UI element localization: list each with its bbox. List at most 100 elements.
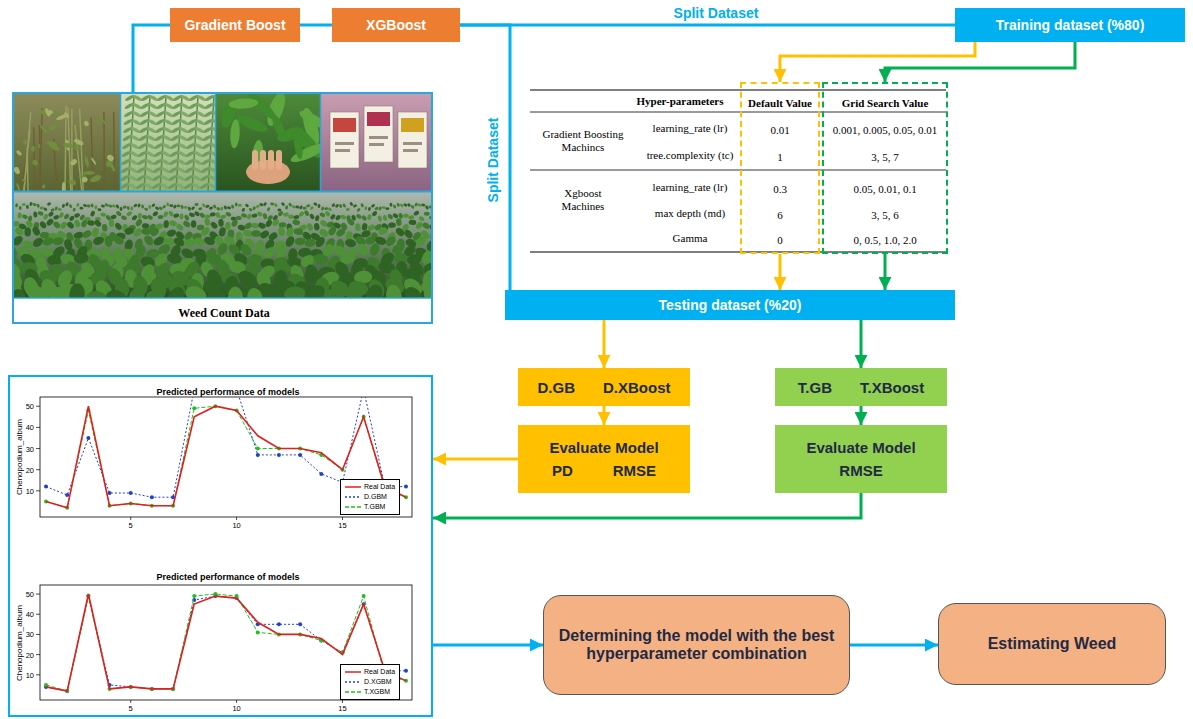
packet-band [335, 142, 354, 145]
leaf [398, 213, 403, 220]
leaf [213, 204, 217, 209]
leaf [153, 150, 163, 158]
legend-box: Real DataD.GBMT.GBM [340, 479, 400, 515]
leaf [161, 158, 171, 166]
leaf [313, 252, 330, 265]
tick-label: 30 [26, 444, 34, 453]
leaf [171, 126, 181, 134]
leaf [237, 224, 246, 231]
tick-label: 10 [26, 670, 34, 679]
leaf [196, 94, 206, 102]
finger [268, 150, 274, 170]
leaf [235, 112, 270, 135]
leaf [302, 207, 306, 210]
leaf [32, 203, 37, 207]
hand-photo [216, 94, 320, 191]
leaf [329, 213, 336, 220]
leaf [223, 205, 227, 210]
leaf [130, 142, 140, 150]
leaf [177, 150, 187, 158]
weed-stalk [71, 109, 73, 191]
leaf [168, 166, 178, 174]
leaf [42, 184, 46, 189]
data-point [277, 453, 281, 457]
leaf [319, 212, 326, 218]
leaf [335, 203, 340, 208]
photo-background [14, 94, 120, 191]
leaf [15, 203, 19, 208]
leaf [100, 118, 107, 126]
leaf [61, 204, 65, 209]
leaf [396, 218, 402, 226]
leaf [191, 220, 197, 228]
leaf [297, 108, 320, 131]
leaf [58, 212, 64, 219]
legend-row: Real Data [345, 482, 395, 492]
data-point [150, 495, 154, 499]
leaf [187, 118, 197, 126]
leaf [245, 286, 265, 298]
leaf [208, 174, 215, 182]
leaf [241, 208, 245, 213]
leaf [218, 227, 227, 238]
data-point [256, 447, 260, 451]
leaf [37, 210, 44, 216]
leaf [43, 207, 48, 211]
leaf [128, 174, 138, 182]
leaf [228, 98, 258, 110]
leaf [121, 215, 128, 221]
packet-band [367, 112, 390, 126]
leaf [84, 156, 89, 168]
leaf [63, 213, 70, 220]
leaf [69, 158, 78, 166]
leaf [251, 230, 261, 237]
legend-swatch [345, 679, 361, 685]
leaf [153, 158, 163, 166]
leaf [410, 204, 414, 209]
leaf [178, 134, 188, 142]
data-point [44, 485, 48, 489]
leaf [211, 110, 215, 118]
node-text: Predicted performance of models [156, 387, 299, 397]
photo-separator [320, 94, 322, 191]
leaf [392, 212, 399, 218]
leaf [22, 139, 27, 145]
leaf [19, 206, 22, 210]
leaf [284, 235, 296, 249]
leaf [180, 102, 190, 110]
data-point [256, 453, 260, 457]
leaf [121, 182, 129, 190]
packet-band [369, 136, 388, 139]
leaf [418, 216, 425, 222]
leaf [191, 182, 201, 190]
leaf [195, 126, 205, 134]
leaf [173, 204, 178, 209]
leaf [137, 150, 147, 158]
leaf [209, 150, 215, 158]
leaf [204, 218, 211, 227]
leaf [168, 174, 178, 182]
leaf [321, 285, 348, 298]
leaf [418, 203, 423, 207]
leaf [179, 110, 189, 118]
leaf [143, 287, 170, 298]
leaf [138, 142, 148, 150]
tick-mark [236, 700, 237, 703]
leaf [149, 226, 160, 237]
leaf [110, 214, 117, 219]
leaf [188, 102, 198, 110]
leaf [201, 203, 206, 208]
node-text: Determining the model with the best hype… [551, 627, 842, 663]
leaf [361, 214, 368, 221]
leaf [123, 118, 133, 126]
leaf [409, 220, 417, 226]
leaf [126, 206, 130, 211]
leaf [131, 126, 141, 134]
leaf [65, 202, 69, 207]
leaf [210, 212, 216, 217]
leaf [179, 126, 189, 134]
evaluate-box: Evaluate ModelRMSE [775, 425, 947, 493]
node-text: T.GB [798, 379, 832, 396]
leaf [231, 204, 235, 209]
leaf [199, 182, 209, 190]
